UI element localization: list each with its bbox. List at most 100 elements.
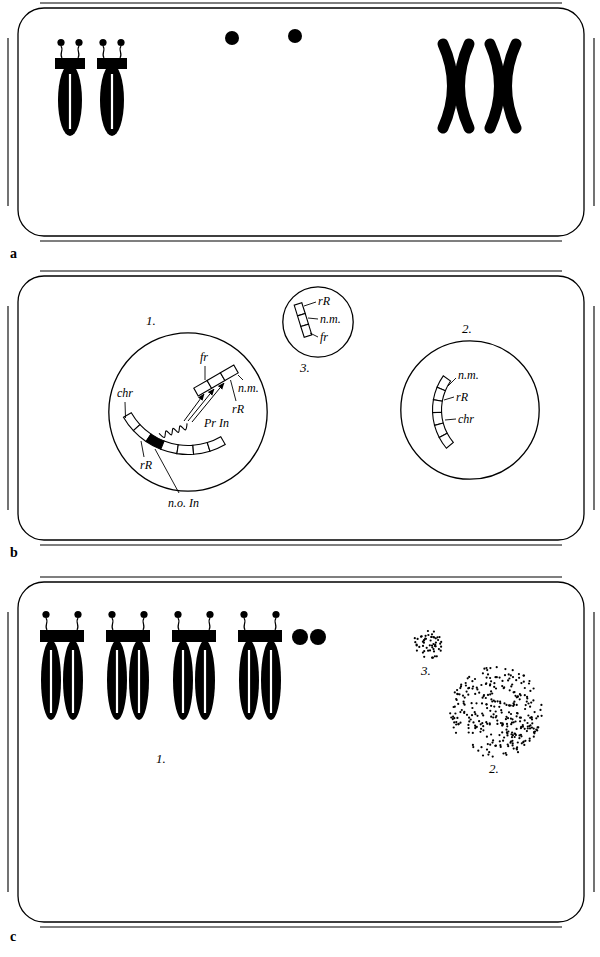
- chromatin-dot: [463, 702, 465, 704]
- chromatin-dot: [520, 717, 522, 719]
- chromatin-dot: [529, 738, 531, 740]
- chromatin-dot: [485, 721, 487, 723]
- chromatin-dot: [478, 692, 480, 694]
- chromatin-dot: [414, 637, 416, 639]
- chromatin-dot: [424, 637, 426, 639]
- satellite: [140, 611, 147, 618]
- chromatin-dot: [489, 693, 491, 695]
- chromatin-dot: [465, 682, 467, 684]
- chromatin-dot: [472, 746, 474, 748]
- chromatin-dot: [433, 650, 435, 652]
- chromatin-dot: [502, 723, 504, 725]
- chromatin-dot: [539, 709, 541, 711]
- leader-line: [310, 333, 318, 337]
- transfer-arrow: [184, 394, 204, 421]
- chromatin-dot: [493, 713, 495, 715]
- chromatin-dot: [417, 638, 419, 640]
- chromatin-dot: [491, 742, 493, 744]
- chromatin-dot: [486, 669, 488, 671]
- chromatin-dot: [520, 682, 522, 684]
- chromatin-dot: [512, 676, 514, 678]
- part-label: rR: [318, 294, 330, 308]
- chromatin-dot: [465, 684, 467, 686]
- chromatin-dot: [471, 680, 473, 682]
- chromatin-dot: [505, 729, 507, 731]
- chromatin-dot: [455, 698, 457, 700]
- satellite-stalk: [178, 618, 179, 630]
- leader-line: [304, 302, 316, 306]
- nuclear-contents: [123, 302, 456, 493]
- chromatin-dot: [495, 745, 497, 747]
- circle-outline: [108, 332, 268, 492]
- sat-chromosome: [97, 39, 127, 136]
- chromatin-dot: [435, 637, 437, 639]
- chromatin-dot: [522, 724, 524, 726]
- satellite-stalk: [120, 46, 121, 58]
- sat-chromosome-pair: [106, 611, 150, 720]
- chromatin-dot: [505, 718, 507, 720]
- leader-line: [205, 366, 206, 380]
- part-label: Pr In: [204, 416, 229, 430]
- chromatin-dot: [463, 711, 465, 713]
- chromatin-dot: [492, 716, 494, 718]
- chromatin-dot: [483, 695, 485, 697]
- satellite: [42, 611, 49, 618]
- chromatin-dot: [534, 711, 536, 713]
- chromatin-dot: [487, 673, 489, 675]
- chromatin-dot: [529, 690, 531, 692]
- chromatin-dot: [418, 646, 420, 648]
- chromatin-dot: [431, 657, 433, 659]
- chromatin-dot: [516, 712, 518, 714]
- chromatin-dot: [513, 691, 515, 693]
- panel-letter: b: [10, 545, 18, 561]
- chromatin-dot: [519, 717, 521, 719]
- chromatin-dot: [423, 656, 425, 658]
- chromatin-dot: [455, 721, 457, 723]
- chromatin-dot: [487, 743, 489, 745]
- chromatin-dot: [520, 726, 522, 728]
- chromatin-dot: [437, 639, 439, 641]
- nucleus-circle: 2.n.m.rRchr: [400, 340, 540, 480]
- leader-line: [125, 402, 127, 418]
- chromatin-dot: [516, 748, 518, 750]
- chromatin-dot: [495, 715, 497, 717]
- micronucleus-circle: 3.rRn.m.fr: [282, 286, 354, 358]
- chromatin-dot: [524, 694, 526, 696]
- chromatin-dot: [474, 711, 476, 713]
- chromatin-dot: [487, 694, 489, 696]
- chromatin-dot: [526, 730, 528, 732]
- satellite: [57, 39, 64, 46]
- chromatin-dot: [517, 741, 519, 743]
- chromatin-dot: [501, 680, 503, 682]
- chromatin-dot: [430, 636, 432, 638]
- chromatin-dot: [482, 725, 484, 727]
- chromatin-dot: [518, 677, 520, 679]
- part-label: fr: [200, 350, 208, 364]
- chromatin-dot: [423, 642, 425, 644]
- chromatin-dot: [470, 718, 472, 720]
- leader-line: [448, 378, 456, 386]
- chromosome-group: [55, 39, 516, 136]
- chromatin-dot: [524, 687, 526, 689]
- chromatid-gap: [116, 650, 118, 713]
- nucleolus: [225, 31, 239, 45]
- chromatin-dot: [460, 685, 462, 687]
- chromatin-dot: [512, 734, 514, 736]
- sat-chromosome-pair: [172, 611, 216, 720]
- chromatin-dot: [429, 649, 431, 651]
- chromatin-dot: [434, 655, 436, 657]
- chromatin-dot: [496, 666, 498, 668]
- chromatin-dot: [450, 716, 452, 718]
- chromatin-dot: [432, 648, 434, 650]
- chromatin-dot: [493, 686, 495, 688]
- rdna-segment: [220, 365, 238, 381]
- chromatin-dot: [482, 729, 484, 731]
- chromatin-dot: [486, 707, 488, 709]
- callout-number: 3.: [300, 361, 310, 375]
- chromatin-dot: [516, 715, 518, 717]
- chromatin-dot: [522, 675, 524, 677]
- chromatin-dot: [453, 721, 455, 723]
- part-label: chr: [458, 412, 474, 426]
- transcript-wave: [159, 423, 187, 437]
